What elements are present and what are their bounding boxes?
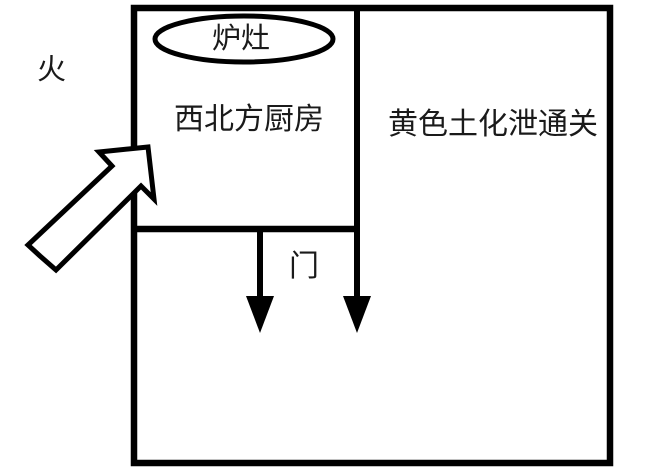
door-flow-arrow-right — [343, 230, 371, 333]
house-outline — [130, 4, 614, 467]
right-room-label: 黄色土化泄通关 — [388, 107, 598, 142]
fire-direction-arrow — [24, 144, 158, 274]
door-label: 门 — [289, 249, 319, 284]
stove-ellipse — [152, 13, 336, 65]
kitchen-room-label: 西北方厨房 — [174, 102, 324, 137]
house-outer-walls — [130, 4, 614, 467]
door-flow-arrow-left — [246, 230, 274, 333]
fire-label: 火 — [37, 52, 67, 86]
stove-label: 炉灶 — [212, 21, 271, 55]
